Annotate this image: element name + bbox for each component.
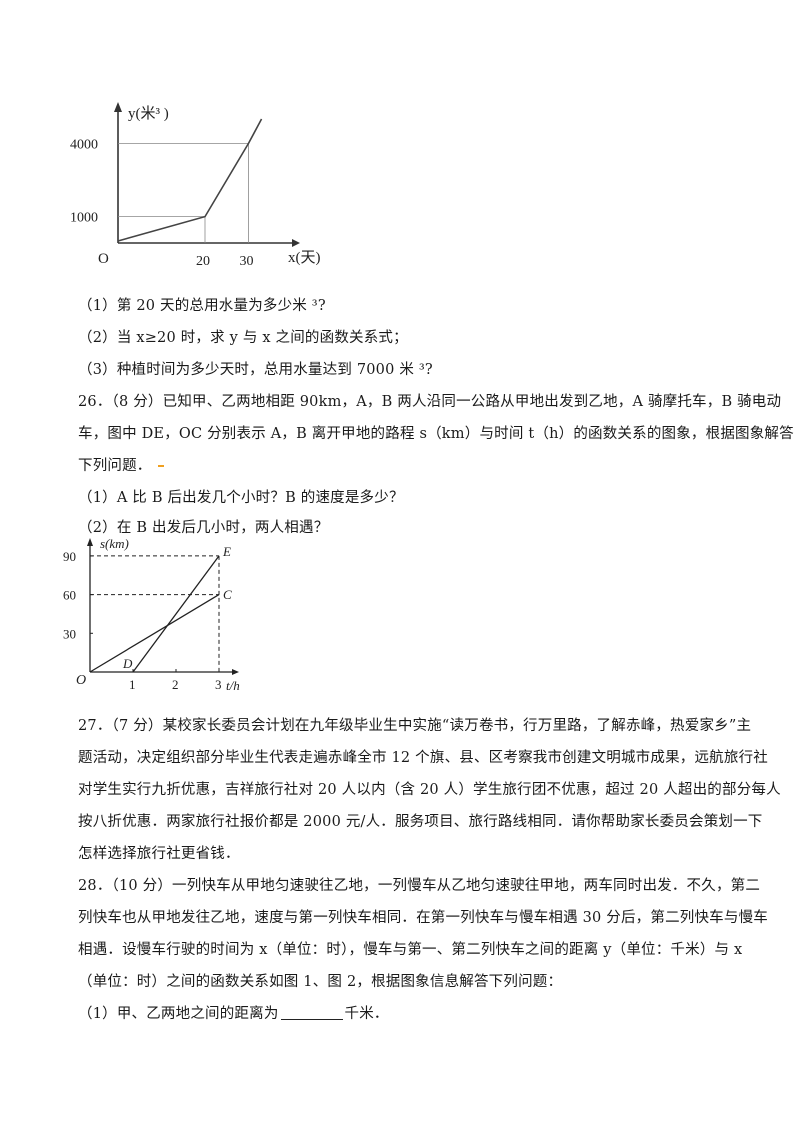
y-axis-label: y(米³ ) bbox=[128, 105, 169, 122]
origin-label: O bbox=[76, 673, 86, 688]
q27-stem-line5: 怎样选择旅行社更省钱． bbox=[78, 846, 240, 862]
q25-sub3: （3）种植时间为多少天时，总用水量达到 7000 米 ³? bbox=[78, 362, 433, 378]
q28-stem-line2: 列快车也从甲地发往乙地，速度与第一列快车相同．在第一列快车与慢车相遇 30 分后… bbox=[78, 910, 768, 926]
orange-mark bbox=[157, 465, 164, 467]
q28-stem-line4: （单位：时）之间的函数关系如图 1、图 2，根据图象信息解答下列问题： bbox=[78, 974, 563, 990]
q28-stem-line1: 28．（10 分）一列快车从甲地匀速驶往乙地，一列慢车从乙地匀速驶往甲地，两车同… bbox=[78, 878, 761, 894]
q28-stem-line3: 相遇．设慢车行驶的时间为 x（单位：时），慢车与第一、第二列快车之间的距离 y（… bbox=[78, 942, 743, 958]
point-label-c: C bbox=[223, 587, 232, 602]
q26-stem-line1: 26．（8 分）已知甲、乙两地相距 90km，A，B 两人沿同一公路从甲地出发到… bbox=[78, 394, 782, 410]
y-tick-label: 1000 bbox=[70, 211, 98, 226]
q26-sub2: （2）在 B 出发后几小时，两人相遇？ bbox=[78, 520, 329, 536]
x-axis-label: t/h bbox=[226, 678, 240, 693]
point-label-d: D bbox=[122, 656, 133, 671]
series-line-de bbox=[132, 555, 220, 673]
y-tick-label: 30 bbox=[63, 626, 76, 641]
point-label-e: E bbox=[222, 544, 231, 559]
y-tick-label: 90 bbox=[63, 549, 76, 564]
y-tick-label: 60 bbox=[63, 588, 76, 603]
water-usage-graph: 20 30 1000 4000 y(米³ ) x(天) O bbox=[70, 102, 321, 269]
x-tick-label: 20 bbox=[196, 254, 210, 269]
x-axis-arrow bbox=[292, 239, 300, 247]
q27-stem-line2: 题活动，决定组织部分毕业生代表走遍赤峰全市 12 个旗、县、区考察我市创建文明城… bbox=[78, 750, 768, 766]
q25-sub2: （2）当 x≥20 时，求 y 与 x 之间的函数关系式； bbox=[78, 330, 408, 346]
x-axis-label: x(天) bbox=[288, 250, 321, 266]
x-tick-label: 3 bbox=[215, 677, 222, 692]
x-axis-arrow bbox=[232, 669, 239, 675]
q28-sub1: （1）甲、乙两地之间的距离为千米． bbox=[78, 1005, 389, 1022]
y-tick-label: 4000 bbox=[70, 137, 98, 152]
distance-time-graph: 1 2 3 30 60 90 s(km) t/h O D E C bbox=[63, 536, 240, 693]
q27-stem-line4: 按八折优惠．两家旅行社报价都是 2000 元/人．服务项目、旅行路线相同．请你帮… bbox=[78, 814, 763, 830]
x-tick-label: 1 bbox=[129, 677, 136, 692]
q26-stem-line3: 下列问题． bbox=[78, 456, 728, 476]
q27-stem-line1: 27．（7 分）某校家长委员会计划在九年级毕业生中实施“读万卷书，行万里路，了解… bbox=[78, 718, 752, 734]
q25-sub1: （1）第 20 天的总用水量为多少米 ³? bbox=[78, 298, 326, 314]
y-axis-arrow bbox=[87, 538, 93, 546]
series-line bbox=[117, 118, 263, 242]
y-axis-label: s(km) bbox=[100, 536, 129, 551]
q26-stem-line2: 车，图中 DE，OC 分别表示 A，B 离开甲地的路程 s（km）与时间 t（h… bbox=[78, 426, 794, 442]
answer-blank[interactable] bbox=[280, 1005, 343, 1020]
q26-sub1: （1）A 比 B 后出发几个小时？B 的速度是多少？ bbox=[78, 490, 404, 506]
x-tick-label: 30 bbox=[240, 254, 254, 269]
series-line-oc bbox=[89, 594, 220, 673]
q27-stem-line3: 对学生实行九折优惠，吉祥旅行社对 20 人以内（含 20 人）学生旅行团不优惠，… bbox=[78, 782, 781, 798]
origin-label: O bbox=[98, 251, 109, 267]
y-axis-arrow bbox=[114, 102, 122, 112]
x-tick-label: 2 bbox=[172, 677, 179, 692]
